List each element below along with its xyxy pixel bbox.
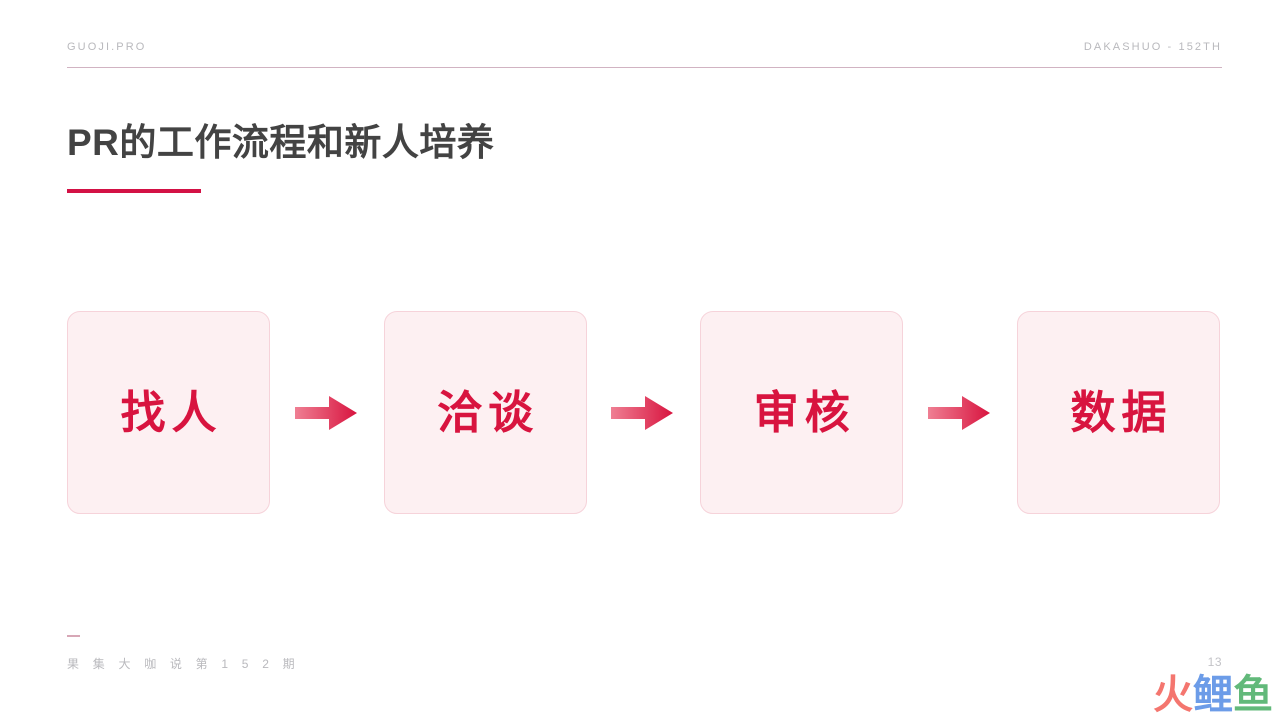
flow-step-card-1[interactable]: 找人 — [67, 311, 270, 514]
title-accent-bar — [67, 188, 201, 193]
arrow-right-icon — [608, 390, 678, 436]
brand-logo-char-2: 鲤 — [1193, 673, 1233, 717]
page-number: 13 — [1207, 655, 1222, 669]
footer-series-label: 果 集 大 咖 说 第 1 5 2 期 — [67, 657, 300, 671]
footer-dash-mark — [67, 635, 80, 637]
flow-step-label: 洽谈 — [437, 387, 540, 438]
header-brand-label: GUOJI.PRO — [67, 41, 147, 53]
process-flow-diagram: 找人 洽谈 — [67, 310, 1220, 515]
arrow-right-icon — [292, 390, 362, 436]
flow-step-label: 数据 — [1070, 387, 1173, 438]
flow-step-card-4[interactable]: 数据 — [1016, 311, 1220, 514]
brand-logo: 火 鲤 鱼 — [1153, 675, 1273, 715]
brand-logo-char-1: 火 — [1153, 673, 1193, 717]
flow-step-card-3[interactable]: 审核 — [700, 311, 904, 514]
flow-step-label: 找人 — [120, 387, 223, 438]
flow-step-card-2[interactable]: 洽谈 — [383, 311, 587, 514]
header-divider — [67, 67, 1222, 68]
header-episode-label: DAKASHUO - 152TH — [1083, 41, 1222, 53]
brand-logo-char-3: 鱼 — [1233, 673, 1273, 717]
arrow-right-icon — [925, 390, 995, 436]
page-title: PR的工作流程和新人培养 — [67, 122, 495, 163]
slide-header: GUOJI.PRO DAKASHUO - 152TH — [67, 41, 1222, 71]
flow-step-label: 审核 — [753, 387, 856, 438]
title-block: PR的工作流程和新人培养 — [67, 122, 494, 193]
